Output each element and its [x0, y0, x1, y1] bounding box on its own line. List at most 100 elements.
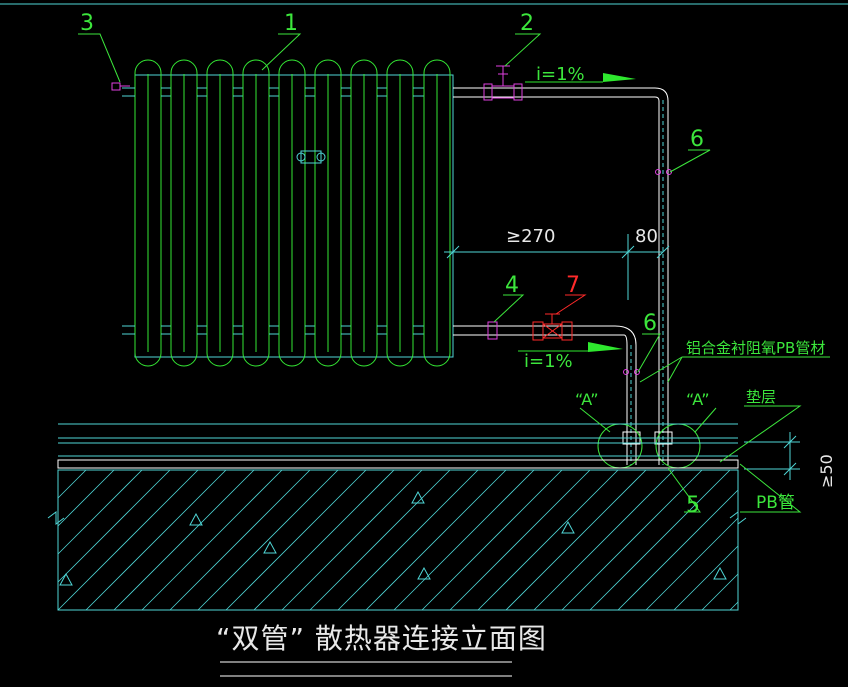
leader-6-top: [669, 149, 711, 173]
hatch-line: [365, 469, 507, 611]
label-2: 2: [520, 11, 534, 36]
aggregate-triangle: [713, 566, 727, 580]
break-mark-left: [47, 511, 65, 525]
leader-pb-pipe: [739, 463, 802, 513]
pb-pipe-label: PB管: [756, 493, 795, 513]
hatch-line: [57, 469, 199, 611]
detail-a-left-label: “A”: [575, 390, 598, 409]
hatch-line: [673, 545, 739, 611]
hatch-line: [589, 469, 731, 611]
slope-label-bottom: i=1%: [524, 351, 573, 372]
label-5: 5: [686, 493, 700, 518]
radiator-column: [134, 59, 162, 367]
radiator-column: [170, 59, 198, 367]
hatch-line: [561, 469, 703, 611]
label-4: 4: [505, 273, 519, 298]
drawing-title: “双管” 散热器连接立面图: [216, 622, 547, 655]
radiator-column: [386, 59, 414, 367]
hatch-line: [505, 469, 647, 611]
hatch-line: [309, 469, 451, 611]
radiator-column: [242, 59, 270, 367]
leader-6-bottom: [637, 333, 661, 373]
hatch-line: [57, 469, 171, 583]
dimension-270: [444, 234, 670, 322]
radiator-column: [350, 59, 378, 367]
air-vent-icon: [111, 82, 130, 91]
concrete-aggregate: [59, 490, 727, 586]
temperature-control-valve-icon: [483, 65, 523, 101]
leader-a-left: [579, 407, 611, 433]
supply-pipe: [453, 87, 669, 465]
aggregate-triangle: [417, 566, 431, 580]
union-fitting-icon: [487, 321, 498, 340]
concrete-hatch: [57, 469, 739, 611]
leader-3: [78, 33, 121, 83]
pipe-clamp-icon: [623, 169, 672, 375]
dimension-80-label: 80: [635, 226, 658, 247]
return-pipe: [453, 325, 637, 465]
radiator: [111, 59, 454, 367]
dimension-50: [744, 432, 800, 480]
hatch-line: [57, 469, 143, 555]
radiator-columns: [134, 59, 451, 367]
hatch-line: [169, 469, 311, 611]
leader-2: [504, 33, 542, 67]
hatch-line: [197, 469, 339, 611]
floor-section: [47, 423, 747, 611]
leader-4: [493, 294, 525, 323]
leader-5: [667, 467, 701, 513]
wall-bracket-icon: [296, 150, 326, 164]
pipe-material-label: 铝合金衬阻氧PB管材: [686, 339, 825, 357]
dimension-270-label: ≥270: [506, 226, 555, 247]
slope-arrow-bottom: [518, 342, 623, 352]
hatch-line: [533, 469, 675, 611]
leader-1: [261, 33, 302, 71]
label-7: 7: [566, 273, 580, 298]
hatch-line: [253, 469, 395, 611]
detail-circle-a-left: [597, 423, 643, 469]
radiator-outline: [134, 74, 454, 358]
leader-lines: [78, 33, 830, 513]
hatch-line: [57, 469, 115, 527]
aggregate-triangle: [411, 490, 425, 504]
radiator-column: [423, 59, 451, 367]
hatch-line: [337, 469, 479, 611]
break-mark-right: [729, 511, 747, 525]
aggregate-triangle: [263, 540, 277, 554]
hatch-line: [617, 489, 739, 611]
aggregate-triangle: [561, 520, 575, 534]
radiator-column: [206, 59, 234, 367]
slope-label-top: i=1%: [536, 64, 585, 85]
radiator-column: [278, 59, 306, 367]
leader-a-right: [694, 407, 717, 433]
detail-a-right-label: “A”: [686, 390, 709, 409]
label-3: 3: [80, 11, 94, 36]
hatch-line: [113, 469, 255, 611]
hatch-line: [85, 469, 227, 611]
pb-pipe-in-floor: [57, 459, 739, 469]
hatch-line: [281, 469, 423, 611]
hatch-line: [477, 469, 619, 611]
label-6-bottom: 6: [643, 311, 657, 336]
label-1: 1: [284, 11, 298, 36]
hatch-line: [645, 517, 739, 611]
hatch-line: [729, 601, 739, 611]
hatch-line: [449, 469, 591, 611]
hatch-line: [141, 469, 283, 611]
cushion-label: 垫层: [746, 388, 776, 406]
ball-valve-icon: [532, 313, 573, 341]
hatch-line: [393, 469, 535, 611]
aggregate-triangle: [189, 512, 203, 526]
radiator-column: [314, 59, 342, 367]
hatch-line: [225, 469, 367, 611]
dimension-50-label: ≥50: [817, 454, 836, 488]
aggregate-triangle: [59, 572, 73, 586]
hatch-line: [421, 469, 563, 611]
leader-7: [555, 294, 587, 315]
hatch-line: [701, 573, 739, 611]
leader-cushion: [719, 405, 802, 463]
label-6-top: 6: [690, 127, 704, 152]
hatch-line: [57, 469, 87, 499]
slope-arrow-top: [525, 73, 636, 83]
